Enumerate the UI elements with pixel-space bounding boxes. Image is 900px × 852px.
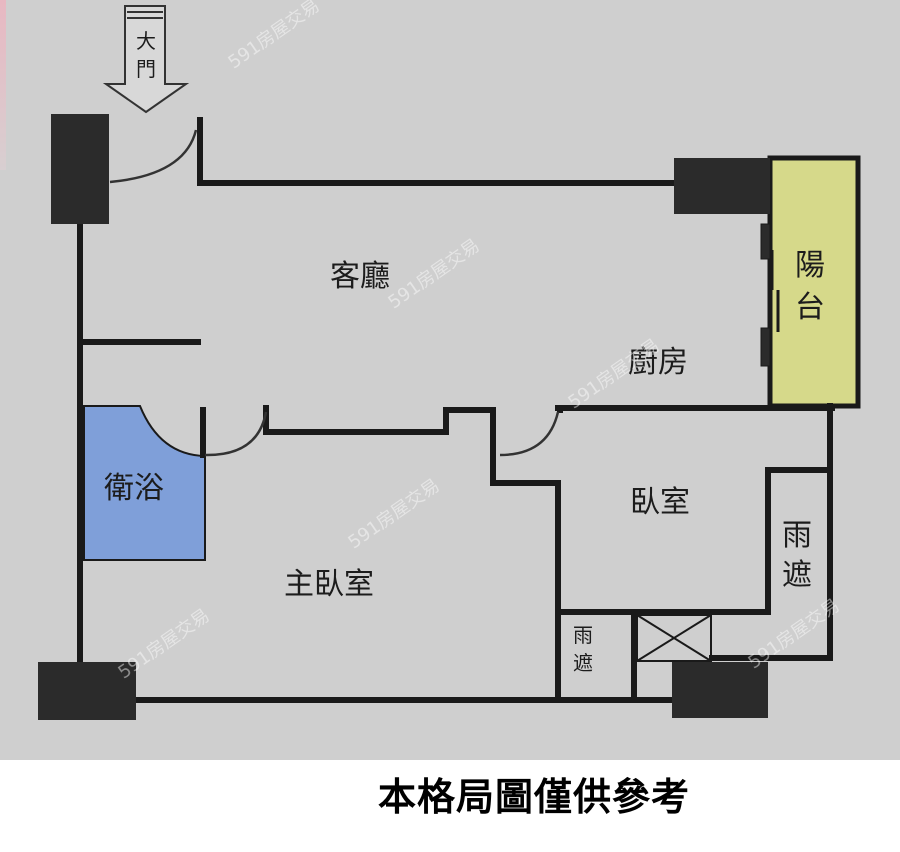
walls (77, 117, 835, 703)
bedroom-label: 臥室 (630, 485, 690, 520)
bedroom-door-swing (499, 411, 560, 457)
door-swings (109, 129, 560, 457)
entrance-label-bottom: 門 (136, 57, 156, 81)
structural-columns (38, 114, 770, 720)
balcony-sliding-door (760, 223, 780, 367)
rain-shelter-small-label-bottom: 遮 (573, 651, 593, 675)
balcony-label-top: 陽 (795, 248, 825, 283)
paper-edge (0, 0, 6, 170)
balcony-label-bottom: 台 (795, 290, 825, 325)
entrance-label-top: 大 (136, 29, 156, 53)
rain-shelter-right-label-top: 雨 (782, 518, 812, 553)
master-bedroom-door-swing (204, 411, 268, 457)
caption-text: 本格局圖僅供參考 (377, 775, 690, 819)
floor-plan: 大 門 客廳 廚房 陽 台 衛浴 主臥室 臥室 雨 遮 雨 遮 591房屋交易 … (0, 0, 900, 760)
column-bottom-right (672, 662, 768, 718)
floor-plan-drawing: 大 門 客廳 廚房 陽 台 衛浴 主臥室 臥室 雨 遮 雨 遮 (38, 5, 861, 720)
bathroom-label: 衛浴 (104, 471, 164, 506)
column-bottom-left (38, 662, 136, 720)
column-top-left (51, 114, 109, 224)
void-shaft (636, 614, 712, 662)
bathroom-area (83, 405, 206, 561)
caption: 本格局圖僅供參考 (0, 766, 900, 821)
balcony-area (767, 155, 861, 409)
living-room-label: 客廳 (330, 259, 390, 294)
kitchen-label: 廚房 (628, 345, 688, 380)
rain-shelter-right-label-bottom: 遮 (782, 558, 812, 593)
column-top-right (674, 158, 770, 214)
entrance-arrow-icon (102, 5, 190, 114)
master-bedroom-label: 主臥室 (284, 567, 374, 602)
entrance-door-swing (109, 129, 198, 184)
rain-shelter-small-label-top: 雨 (573, 623, 593, 647)
